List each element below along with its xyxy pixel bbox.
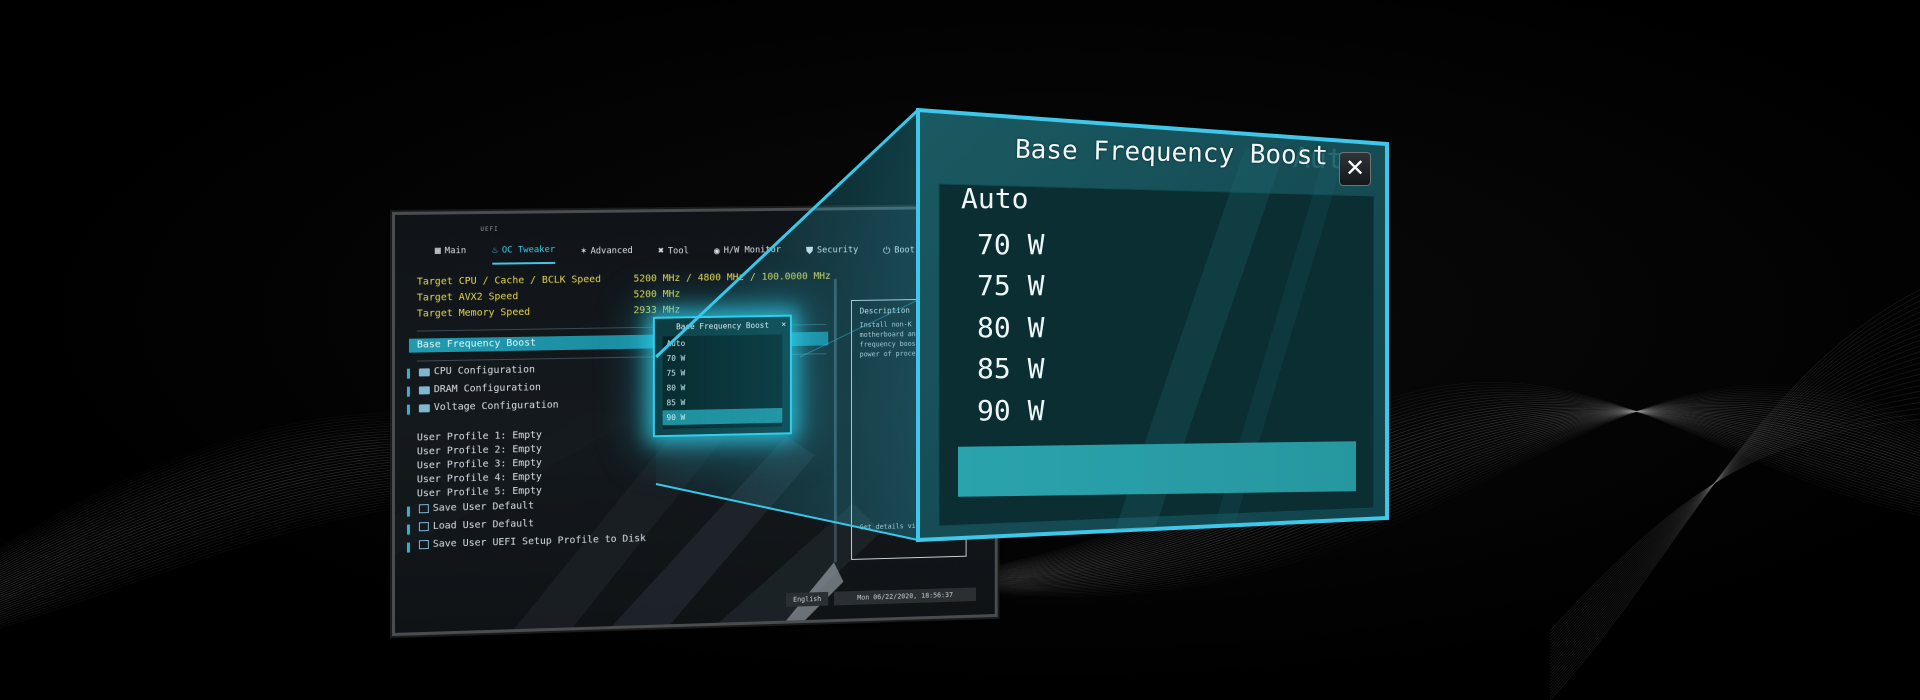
tab-label: Boot <box>894 246 915 256</box>
tab-label: Tool <box>668 246 689 256</box>
tool-icon: ✖ <box>658 246 664 257</box>
option-85-w[interactable]: 85 W <box>977 352 1044 385</box>
item-marker <box>407 525 410 535</box>
uefi-label: UEFI <box>480 226 498 233</box>
tab-security[interactable]: ⛊ Security <box>806 244 858 260</box>
tab-oc-tweaker[interactable]: ♨ OC Tweaker <box>492 241 555 265</box>
load-disk-icon <box>419 522 429 531</box>
close-icon: ✕ <box>1345 154 1365 182</box>
option-70-w[interactable]: 70 W <box>977 228 1044 261</box>
option-90-w[interactable]: 90 W <box>977 394 1044 427</box>
flame-icon: ♨ <box>492 245 498 256</box>
menu-item-label: CPU Configuration <box>434 364 535 377</box>
tab-advanced[interactable]: ✶Advanced <box>581 242 633 264</box>
target-label: Target AVX2 Speed <box>417 291 518 303</box>
item-marker <box>407 387 410 397</box>
tab-label: Security <box>817 246 858 256</box>
folder-icon <box>419 404 430 412</box>
small-popup-options: Auto70 W75 W80 W85 W90 W <box>663 334 783 429</box>
tab-tool[interactable]: ✖ Tool <box>658 243 689 263</box>
folder-icon <box>419 386 430 394</box>
power-icon: ⏻ <box>883 246 891 257</box>
bios-screen: UEFI ▦ Main ♨ OC Tweaker ✶Advanced ✖ Tool ◉ H/W … <box>392 206 998 636</box>
target-label: Target Memory Speed <box>417 307 530 320</box>
base-frequency-boost-popup: Auto Base Frequency Boost ✕ Auto70 W75 W… <box>915 108 1389 546</box>
item-marker <box>407 543 410 553</box>
tab-label: OC Tweaker <box>502 245 555 256</box>
item-marker <box>407 507 410 517</box>
description-title: Description <box>860 306 910 316</box>
shield-icon: ⛊ <box>806 246 813 257</box>
target-row-memory: Target Memory Speed 2933 MHz <box>417 307 530 320</box>
option-75-w[interactable]: 75 W <box>977 269 1044 302</box>
target-row-avx2: Target AVX2 Speed 5200 MHz <box>417 291 518 303</box>
monitor-icon: ◉ <box>714 246 720 257</box>
small-option-popup: Base Frequency Boost ✕ Auto70 W75 W80 W8… <box>653 315 792 438</box>
menu-item-label: DRAM Configuration <box>434 382 541 395</box>
target-value: 5200 MHz <box>633 289 680 301</box>
item-marker <box>407 369 410 379</box>
disk-icon <box>419 540 429 549</box>
tab-label: Main <box>445 246 466 256</box>
target-value: 2933 MHz <box>633 305 680 317</box>
grid-icon: ▦ <box>435 246 441 257</box>
option-auto[interactable]: Auto <box>961 182 1028 215</box>
folder-icon <box>419 368 430 376</box>
close-icon[interactable]: ✕ <box>781 320 786 329</box>
small-option-item[interactable]: 90 W <box>663 408 783 425</box>
tab-label: Advanced <box>590 246 632 256</box>
language-button[interactable]: English <box>786 592 828 607</box>
save-disk-icon <box>419 504 429 513</box>
tab-label: H/W Monitor <box>724 246 781 257</box>
option-list: Auto70 W75 W80 W85 W90 W <box>961 186 1367 506</box>
scrollbar[interactable] <box>834 279 837 563</box>
option-80-w[interactable]: 80 W <box>977 311 1044 344</box>
menu-item-cpu-configuration[interactable]: CPU Configuration <box>419 364 535 377</box>
close-button[interactable]: ✕ <box>1339 152 1371 186</box>
item-marker <box>407 405 410 415</box>
tab-main[interactable]: ▦ Main <box>435 240 466 265</box>
tab-h-w-monitor[interactable]: ◉ H/W Monitor <box>714 243 781 261</box>
small-popup-title: Base Frequency Boost <box>655 321 790 332</box>
star-icon: ✶ <box>581 246 587 257</box>
tab-boot[interactable]: ⏻Boot <box>883 245 915 259</box>
